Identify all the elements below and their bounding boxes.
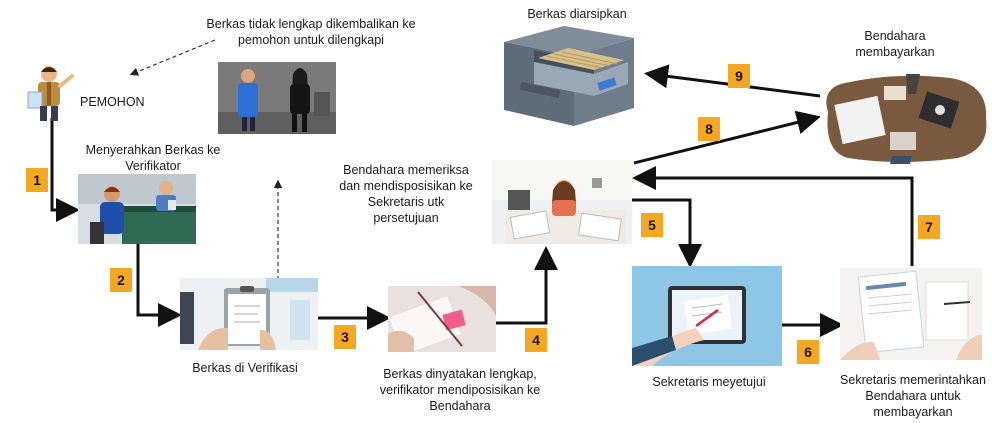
step-badge-8: 8: [698, 117, 720, 141]
label-pemohon: PEMOHON: [80, 95, 145, 109]
two-people-photo: [218, 62, 336, 134]
arrow-step-7: [632, 166, 914, 266]
step-badge-6: 6: [797, 340, 819, 364]
clipboard-review-photo: [180, 278, 318, 350]
step-badge-9: 9: [728, 64, 750, 88]
step-badge-2: 2: [110, 268, 132, 292]
step-badge-3: 3: [334, 325, 356, 349]
label-lengkap: Berkas dinyatakan lengkap, verifikator m…: [379, 367, 541, 413]
office-desk-worker-photo: [492, 160, 632, 244]
document-signing-photo: [388, 286, 496, 352]
arrow-step-8: [633, 110, 821, 165]
arrow-step-5: [632, 198, 702, 268]
step-badge-7: 7: [918, 215, 940, 239]
arrow-return-dashed: [129, 39, 216, 76]
label-bendahara-memeriksa: Bendahara memeriksa dan mendisposisikan …: [339, 163, 473, 225]
arrow-step-2: [136, 243, 182, 327]
laptop-signing-photo: [632, 266, 782, 366]
arrow-step-4: [495, 246, 558, 325]
arrow-step-1: [50, 118, 80, 222]
payment-table-photo: [820, 72, 990, 164]
label-sekretaris-memerintahkan: Sekretaris memerintahkan Bendahara untuk…: [840, 373, 986, 419]
label-diarsipkan: Berkas diarsipkan: [527, 7, 627, 21]
label-dikembalikan: Berkas tidak lengkap dikembalikan ke pem…: [206, 17, 416, 47]
person-with-document-icon: [18, 62, 80, 122]
step-badge-5: 5: [641, 213, 663, 237]
filing-cabinet-icon: [494, 22, 644, 126]
document-instruction-photo: [840, 268, 982, 360]
service-desk-photo: [78, 174, 196, 244]
label-diverifikasi: Berkas di Verifikasi: [192, 361, 298, 375]
label-bendahara-membayarkan: Bendahara membayarkan: [855, 29, 935, 59]
label-menyerahkan: Menyerahkan Berkas ke Verifikator: [85, 143, 221, 173]
step-badge-4: 4: [525, 328, 547, 352]
label-sekretaris-menyetujui: Sekretaris meyetujui: [652, 375, 766, 389]
step-badge-1: 1: [26, 168, 48, 192]
